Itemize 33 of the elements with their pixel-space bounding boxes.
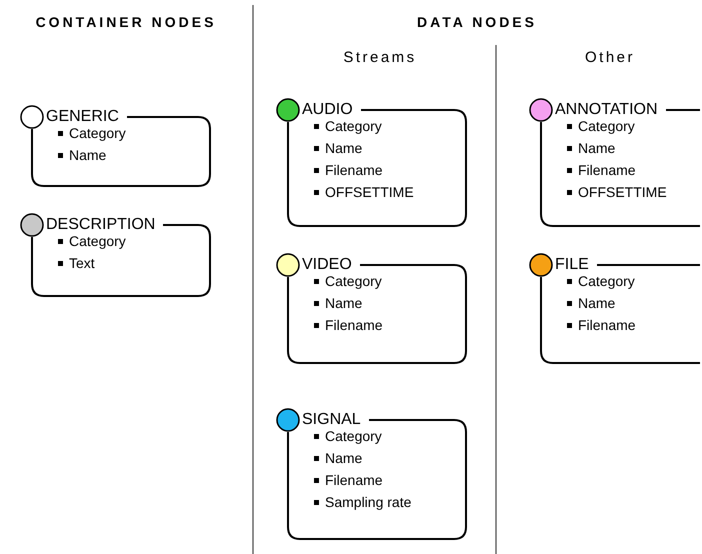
list-item: Filename [314,472,383,488]
list-item: Filename [314,162,383,178]
column-heading: Streams [343,49,417,66]
node-heading: GENERIC [46,108,119,126]
list-item: Category [314,118,382,134]
node-heading: FILE [555,256,589,274]
list-item: Category [567,273,635,289]
node-heading: VIDEO [302,256,352,274]
list-item: Filename [567,162,636,178]
list-item: Filename [314,317,383,333]
list-item: Name [567,295,616,311]
list-item: Sampling rate [314,494,412,510]
list-item: OFFSETTIME [314,184,414,200]
list-item: Category [314,428,382,444]
list-item: Text [58,255,95,271]
list-item: Category [58,233,126,249]
section-heading: DATA NODES [417,14,537,30]
list-item: Name [314,450,362,466]
list-item: OFFSETTIME [567,184,667,200]
node-heading: ANNOTATION [555,101,658,119]
node-heading: DESCRIPTION [46,216,156,234]
list-item: Name [314,295,362,311]
list-item: Category [58,125,126,141]
list-item: Name [314,140,362,156]
list-item: Filename [567,317,636,333]
list-item: Name [567,140,616,156]
column-heading: Other [585,49,635,66]
list-item: Category [567,118,635,134]
section-heading: CONTAINER NODES [36,14,216,30]
node-heading: AUDIO [302,101,353,119]
list-item: Name [58,147,106,163]
list-item: Category [314,273,382,289]
node-heading: SIGNAL [302,411,361,429]
